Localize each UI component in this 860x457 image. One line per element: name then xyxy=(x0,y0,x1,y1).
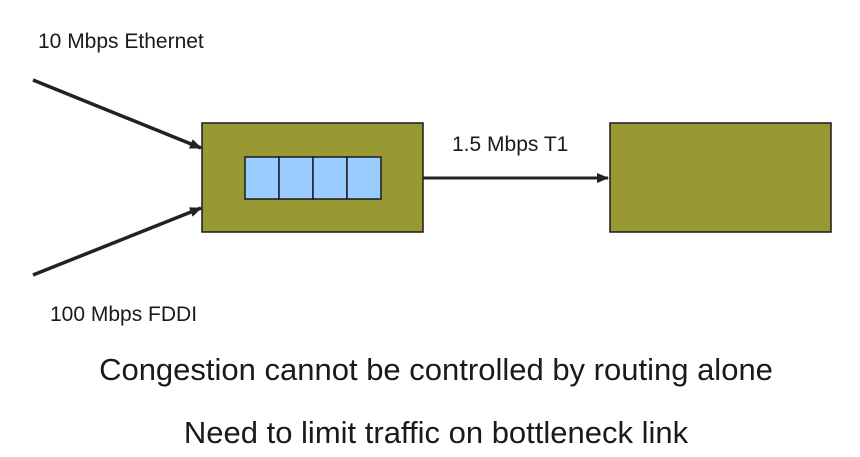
packet-queue xyxy=(244,156,382,200)
fddi-link-arrow xyxy=(32,206,202,277)
caption-bottleneck: Need to limit traffic on bottleneck link xyxy=(183,415,689,450)
ethernet-link-label: 10 Mbps Ethernet xyxy=(38,30,204,53)
queue-slot xyxy=(278,156,314,200)
ethernet-link-arrow xyxy=(32,78,202,150)
caption-routing: Congestion cannot be controlled by routi… xyxy=(99,352,773,387)
t1-link-label: 1.5 Mbps T1 xyxy=(452,133,569,156)
queue-slot xyxy=(312,156,348,200)
queue-slot xyxy=(346,156,382,200)
fddi-link-label: 100 Mbps FDDI xyxy=(50,303,198,326)
destination-node xyxy=(609,122,832,233)
queue-slot xyxy=(244,156,280,200)
